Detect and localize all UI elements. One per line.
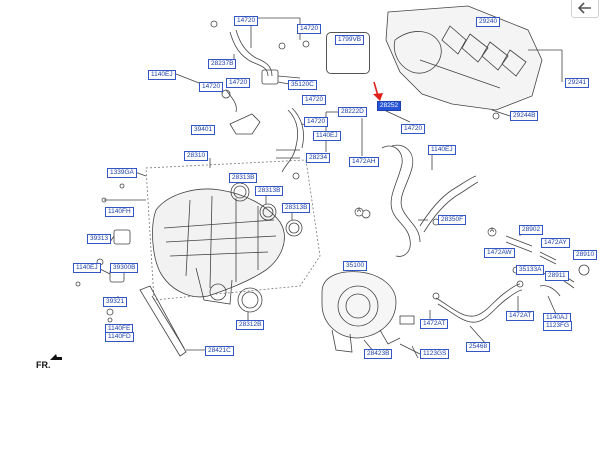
callout-28911[interactable]: 28911	[545, 271, 569, 281]
marker-a-left: A	[357, 208, 362, 214]
callout-1472at-b[interactable]: 1472AT	[506, 311, 535, 321]
callout-35100[interactable]: 35100	[343, 261, 368, 271]
callout-1472aw[interactable]: 1472AW	[484, 248, 515, 258]
callout-1472ay[interactable]: 1472AY	[541, 238, 570, 248]
callout-28312b[interactable]: 28312B	[236, 320, 265, 330]
callout-14720-e[interactable]: 14720	[401, 124, 426, 134]
callout-1472at-a[interactable]: 1472AT	[420, 319, 449, 329]
callout-1472ah[interactable]: 1472AH	[349, 157, 379, 167]
callout-28237b[interactable]: 28237B	[208, 59, 237, 69]
callout-28313b-c[interactable]: 28313B	[282, 203, 311, 213]
callout-1140ej-a[interactable]: 1140EJ	[148, 70, 176, 80]
callout-14720-d[interactable]: 14720	[304, 117, 329, 127]
callout-1140ej-c[interactable]: 1140EJ	[73, 263, 101, 273]
callout-35133a[interactable]: 35133A	[516, 265, 545, 275]
callout-14720-b[interactable]: 14720	[226, 78, 251, 88]
callout-39401[interactable]: 39401	[191, 125, 216, 135]
callout-28313b-a[interactable]: 28313B	[229, 173, 258, 183]
callout-28902[interactable]: 28902	[519, 225, 544, 235]
detail-inset: 1799VB	[326, 32, 370, 74]
callout-14720-a[interactable]: 14720	[199, 82, 224, 92]
callout-1123fg[interactable]: 1123FG	[543, 321, 573, 331]
callout-28310[interactable]: 28310	[184, 151, 209, 161]
callout-28423b[interactable]: 28423B	[364, 349, 393, 359]
callout-28252-highlighted[interactable]: 28252	[377, 101, 402, 111]
callout-39321[interactable]: 39321	[103, 297, 128, 307]
callout-1799vb[interactable]: 1799VB	[335, 35, 365, 45]
callout-28350f[interactable]: 28350F	[438, 215, 467, 225]
marker-a-right: A	[490, 228, 495, 234]
callout-28234[interactable]: 28234	[306, 153, 331, 163]
callout-14720-right[interactable]: 14720	[297, 24, 322, 34]
callout-14720-top[interactable]: 14720	[234, 16, 259, 26]
callout-1140ej-d[interactable]: 1140EJ	[428, 145, 456, 155]
callout-25468[interactable]: 25468	[466, 342, 491, 352]
callout-39300b[interactable]: 39300B	[110, 263, 139, 273]
callout-29244b[interactable]: 29244B	[510, 111, 539, 121]
callout-28313b-b[interactable]: 28313B	[255, 186, 284, 196]
callout-39313[interactable]: 39313	[87, 234, 112, 244]
callout-28222d[interactable]: 28222D	[338, 107, 367, 117]
callout-35120c[interactable]: 35120C	[288, 80, 317, 90]
callout-28910[interactable]: 28910	[573, 250, 598, 260]
callout-1140fd[interactable]: 1140FD	[105, 332, 134, 342]
orientation-label: FR.	[36, 360, 51, 370]
callout-1339ga[interactable]: 1339GA	[107, 168, 137, 178]
pointer-arrow-icon	[373, 81, 383, 101]
back-button[interactable]	[571, 0, 599, 18]
callout-29241[interactable]: 29241	[565, 78, 590, 88]
front-direction-arrow-icon	[50, 354, 62, 360]
callout-28421c[interactable]: 28421C	[205, 346, 234, 356]
callout-14720-c[interactable]: 14720	[302, 95, 327, 105]
callout-1123gs[interactable]: 1123GS	[420, 349, 450, 359]
arrow-left-icon	[578, 2, 591, 14]
callout-29240[interactable]: 29240	[476, 17, 501, 27]
callout-1140ej-b[interactable]: 1140EJ	[313, 131, 341, 141]
callout-1140fh[interactable]: 1140FH	[105, 207, 134, 217]
